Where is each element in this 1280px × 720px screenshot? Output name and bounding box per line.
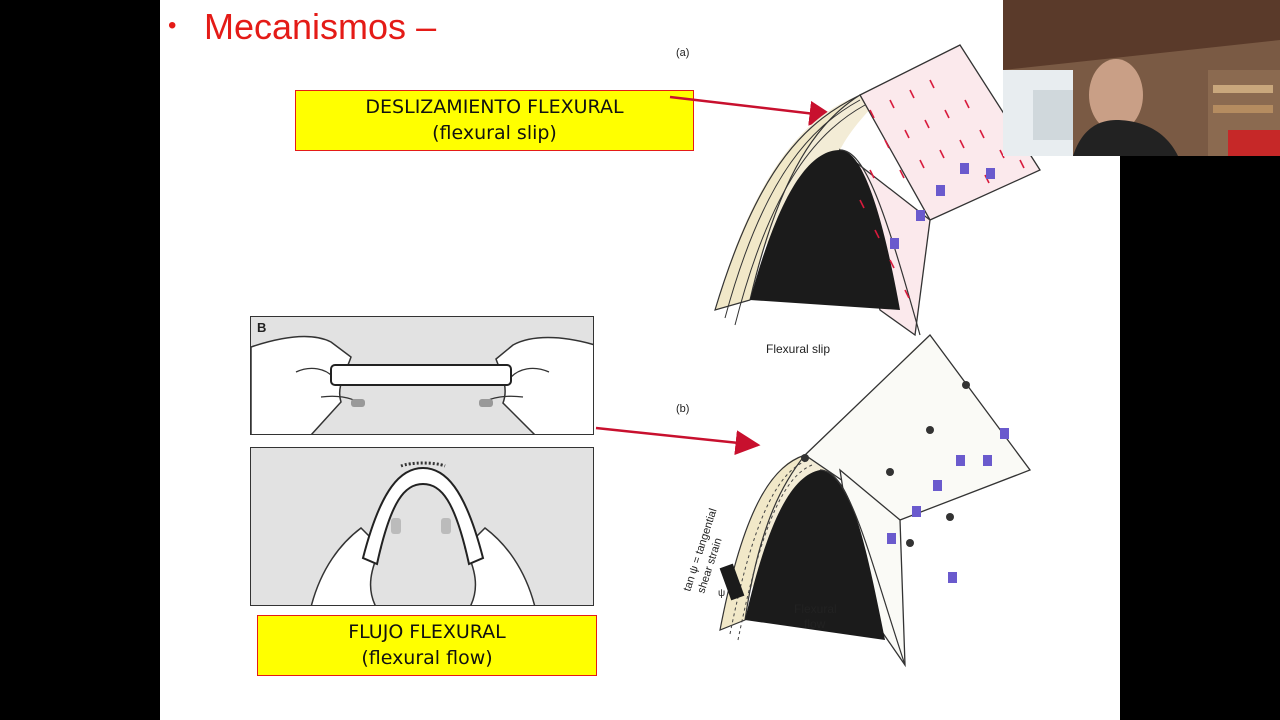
arrow-to-slip xyxy=(669,95,835,126)
photo-label: B xyxy=(257,320,267,335)
flexural-slip-label-box: DESLIZAMIENTO FLEXURAL (flexural slip) xyxy=(295,90,694,151)
webcam-feed xyxy=(1003,0,1280,156)
presentation-slide: • Mecanismos – DESLIZAMIENTO FLEXURAL (fl… xyxy=(160,0,1120,720)
flexural-flow-english: (flexural flow) xyxy=(361,647,493,669)
flexural-flow-label-box: FLUJO FLEXURAL (flexural flow) xyxy=(257,615,597,676)
title-bullet: • xyxy=(168,12,177,39)
arrow-to-flow xyxy=(595,426,761,456)
flexural-slip-caption: Flexural slip xyxy=(766,342,830,356)
flexural-slip-fold: (a) Flexural slip xyxy=(676,44,1041,356)
slide-title: • Mecanismos – xyxy=(168,6,436,48)
flexural-slip-english: (flexural slip) xyxy=(432,122,557,144)
hands-flat-strip-image: B xyxy=(250,316,594,435)
flexural-slip-spanish: DESLIZAMIENTO FLEXURAL xyxy=(365,96,624,118)
flexural-flow-fold: (b) Flexural flow tan ψ = tangential she… xyxy=(676,334,1032,668)
panel-a-label: (a) xyxy=(676,47,689,59)
panel-b-label: (b) xyxy=(676,403,689,415)
flexural-flow-caption-1: Flexural xyxy=(794,602,837,616)
hands-bent-strip-image xyxy=(250,447,594,606)
fold-diagrams: (a) Flexural slip ( xyxy=(595,44,1041,668)
flexural-flow-spanish: FLUJO FLEXURAL xyxy=(348,621,506,643)
psi-angle-label: ψ xyxy=(718,588,725,599)
title-text: Mecanismos – xyxy=(204,6,437,47)
flexural-flow-caption-2: flow xyxy=(804,617,826,631)
